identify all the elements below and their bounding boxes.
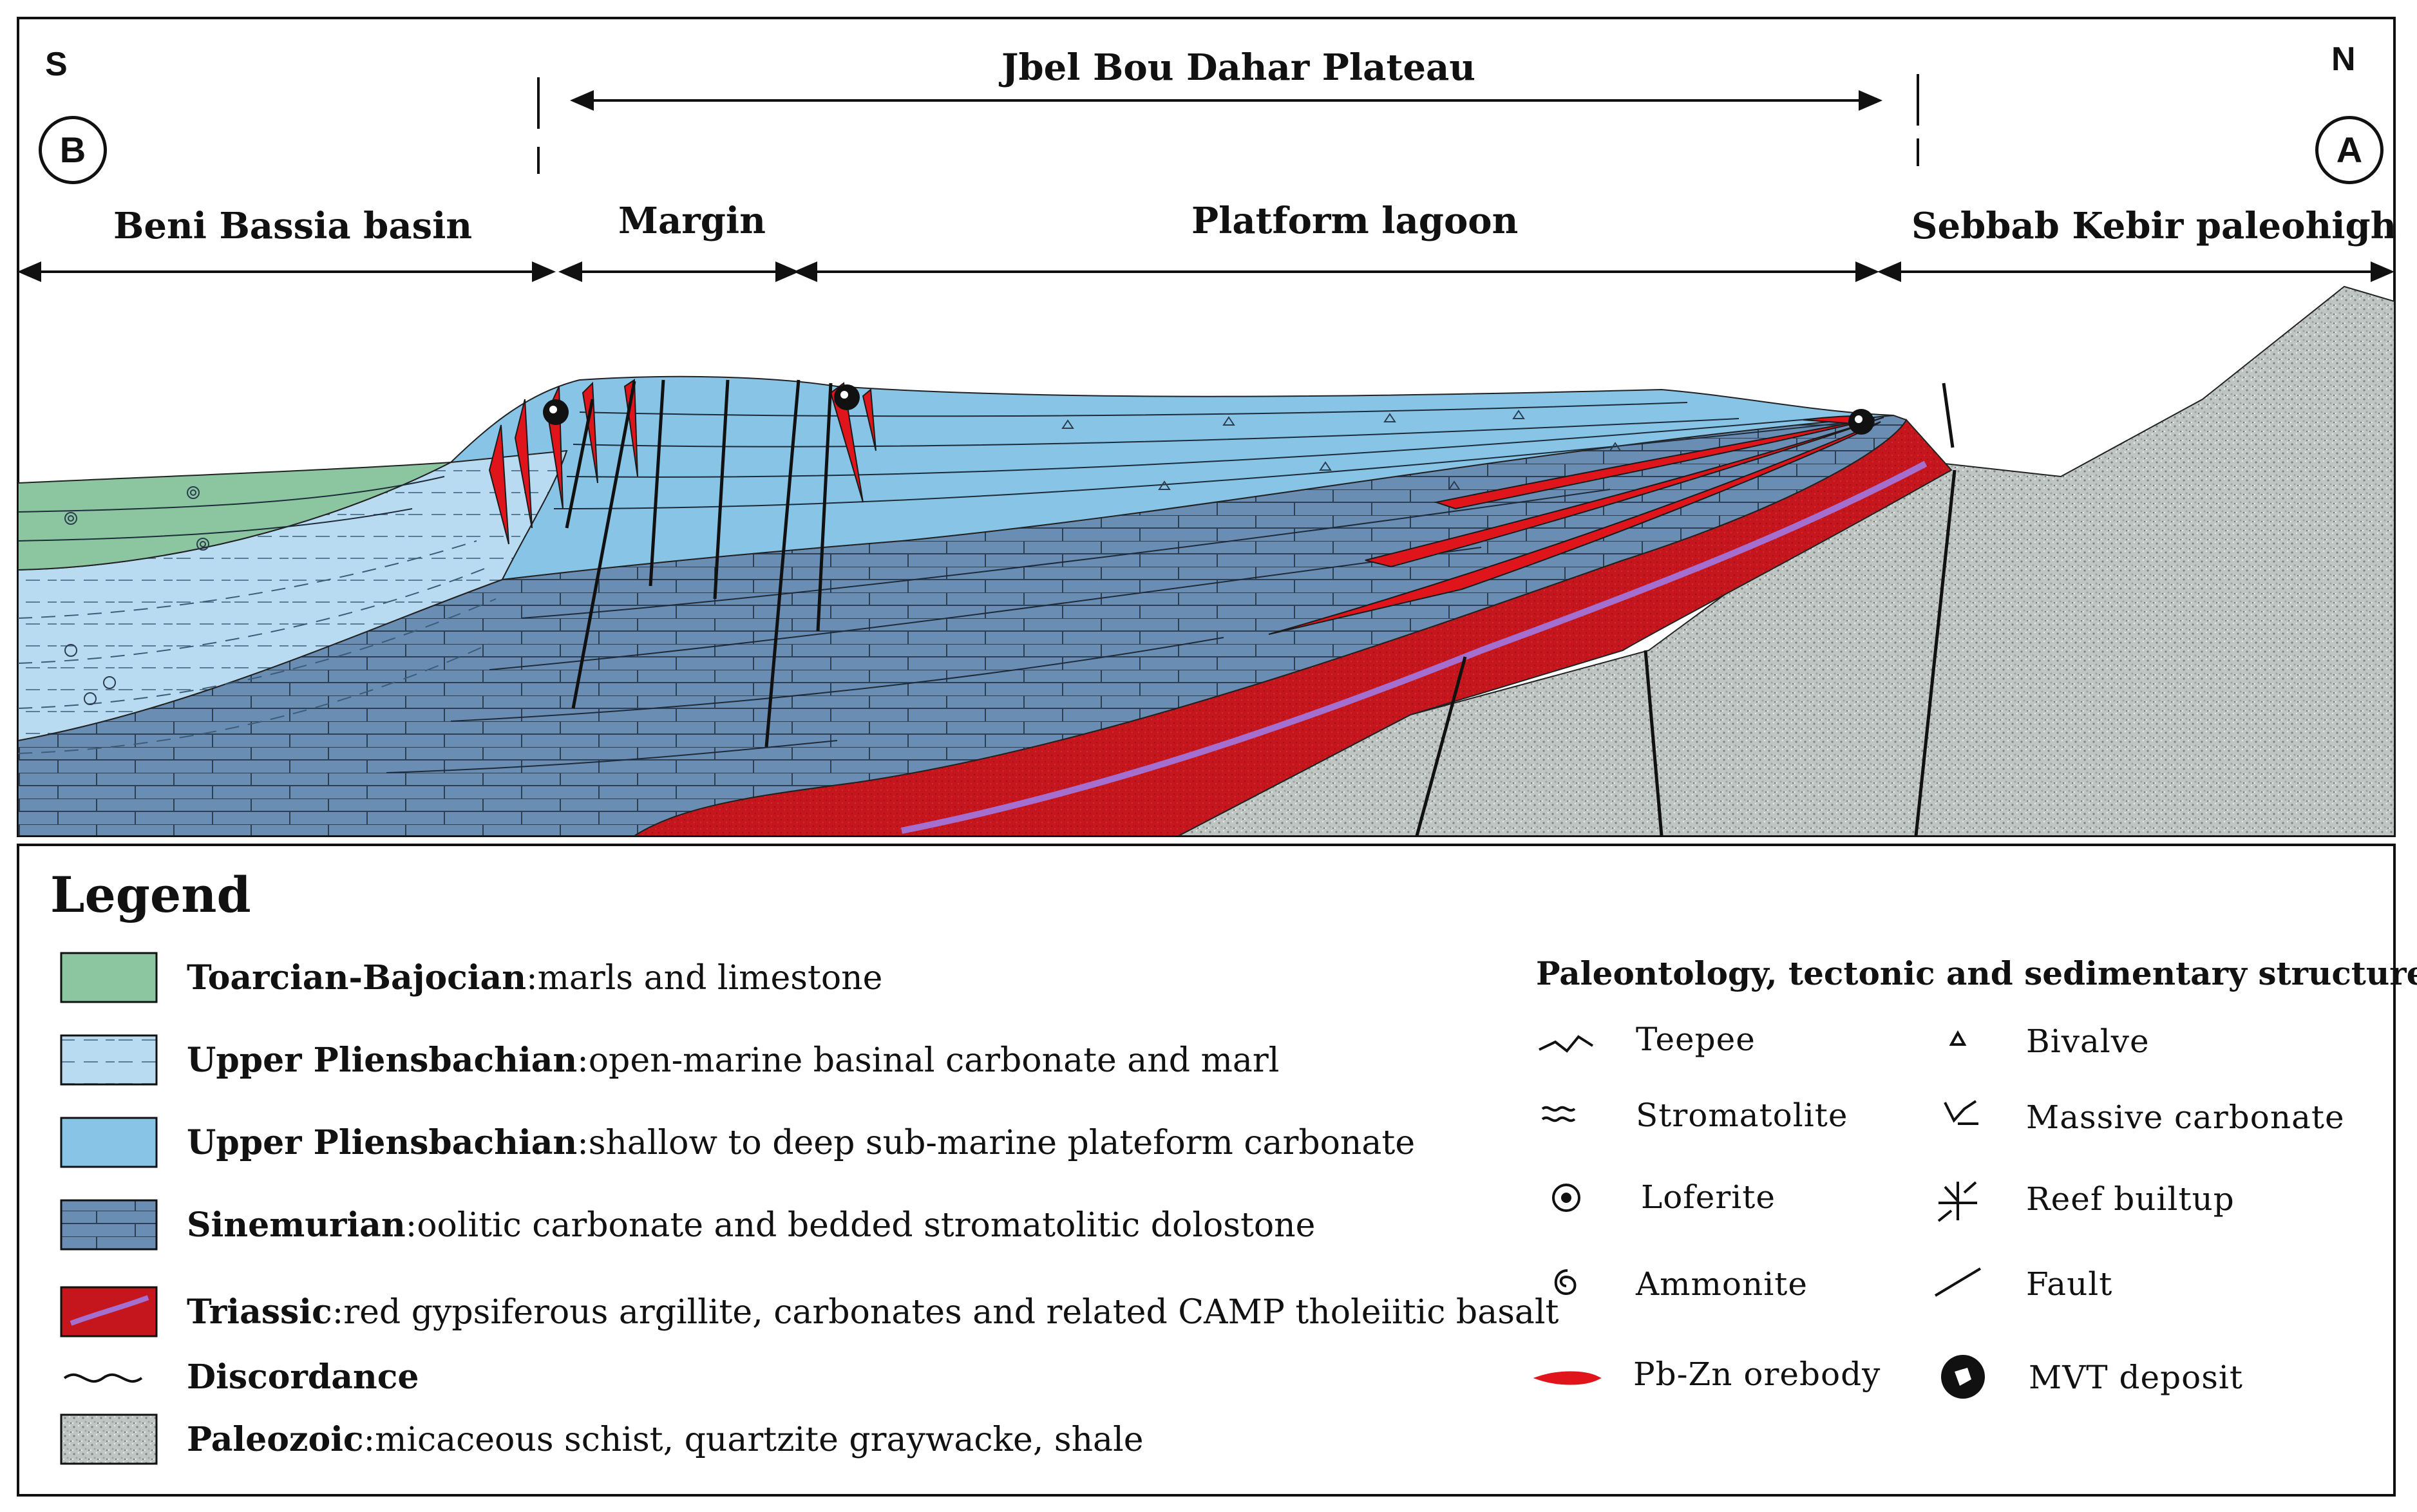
unit-desc: :shallow to deep sub-marine plateform ca…	[577, 1124, 1416, 1162]
legend-swatches	[60, 952, 158, 1465]
massive-carbonate-icon	[1944, 1100, 1978, 1125]
north-label: N	[2331, 41, 2356, 78]
zone-lagoon-label: Platform lagoon	[1191, 200, 1519, 242]
unit-name: Upper Pliensbachian	[187, 1041, 578, 1080]
unit-desc: :oolitic carbonate and bedded stromatoli…	[405, 1206, 1316, 1245]
camp-basalt-layer	[901, 460, 1928, 834]
legend-unit-sinemurian: Sinemurian:oolitic carbonate and bedded …	[187, 1205, 1315, 1245]
legend-frame	[17, 844, 2396, 1497]
unit-desc: :micaceous schist, quartzite graywacke, …	[363, 1421, 1144, 1459]
loferite-icon	[1552, 1184, 1580, 1212]
unit-desc: :red gypsiferous argillite, carbonates a…	[332, 1293, 1559, 1332]
zone-arrows	[17, 74, 2395, 283]
symbol-massive-carbonate-label: Massive carbonate	[2026, 1099, 2345, 1136]
symbol-orebody-label: Pb-Zn orebody	[1633, 1356, 1881, 1393]
fault-icon	[1934, 1267, 1982, 1297]
legend-unit-triassic: Triassic:red gypsiferous argillite, carb…	[187, 1292, 1559, 1332]
symbol-loferite-label: Loferite	[1641, 1178, 1776, 1216]
legend-unit-basinal: Upper Pliensbachian:open-marine basinal …	[187, 1041, 1279, 1080]
stromatolite-icon	[1541, 1106, 1576, 1122]
unit-name: Toarcian-Bajocian	[187, 958, 527, 997]
unit-name: Triassic	[187, 1292, 332, 1332]
point-b-marker: B	[39, 116, 107, 184]
zone-margin-label: Margin	[618, 200, 766, 242]
symbol-reef-label: Reef builtup	[2026, 1180, 2235, 1218]
unit-name: Sinemurian	[187, 1205, 406, 1245]
symbol-mvt-deposit-label: MVT deposit	[2029, 1359, 2243, 1396]
zone-basin-label: Beni Bassia basin	[113, 205, 473, 247]
legend-unit-toarcian: Toarcian-Bajocian:marls and limestone	[187, 958, 882, 997]
legend-unit-discordance: Discordance	[187, 1357, 419, 1397]
toarcian-unit	[18, 462, 451, 571]
symbols-title: Paleontology, tectonic and sedimentary s…	[1536, 954, 2417, 992]
unit-name: Paleozoic	[187, 1420, 364, 1459]
faults	[565, 379, 1957, 836]
symbol-fault-label: Fault	[2026, 1265, 2113, 1303]
ammonite-icon	[1554, 1269, 1577, 1296]
unit-desc: :marls and limestone	[526, 959, 883, 997]
discordance-swatch	[63, 1373, 143, 1383]
pb-zn-orebodies	[488, 379, 1884, 635]
orebody-icon	[1533, 1371, 1602, 1385]
south-label: S	[45, 46, 68, 83]
zone-paleohigh-label: Sebbab Kebir paleohigh	[1911, 205, 2397, 247]
unit-desc: :open-marine basinal carbonate and marl	[577, 1041, 1280, 1080]
legend-unit-paleozoic: Paleozoic:micaceous schist, quartzite gr…	[187, 1420, 1143, 1459]
symbol-bivalve-label: Bivalve	[2026, 1023, 2150, 1060]
plateau-title: Jbel Bou Dahar Plateau	[1001, 46, 1475, 89]
mvt-deposit-icon	[1941, 1355, 1985, 1399]
legend-title: Legend	[50, 866, 251, 923]
mvt-deposit-markers	[543, 384, 1874, 435]
symbol-teepee-label: Teepee	[1636, 1021, 1756, 1058]
reef-icon	[1937, 1181, 1977, 1222]
platform-unit	[449, 375, 1894, 581]
basalt-swatch-line	[70, 1295, 149, 1326]
bivalve-icon	[1949, 1030, 1967, 1046]
unit-name: Discordance	[187, 1357, 419, 1397]
legend-unit-platform: Upper Pliensbachian:shallow to deep sub-…	[187, 1123, 1415, 1162]
teepee-icon	[1539, 1035, 1594, 1053]
symbol-ammonite-label: Ammonite	[1636, 1265, 1808, 1303]
unit-name: Upper Pliensbachian	[187, 1123, 578, 1162]
cross-section	[18, 285, 2394, 836]
point-a-marker: A	[2315, 116, 2384, 184]
symbol-stromatolite-label: Stromatolite	[1636, 1097, 1848, 1134]
